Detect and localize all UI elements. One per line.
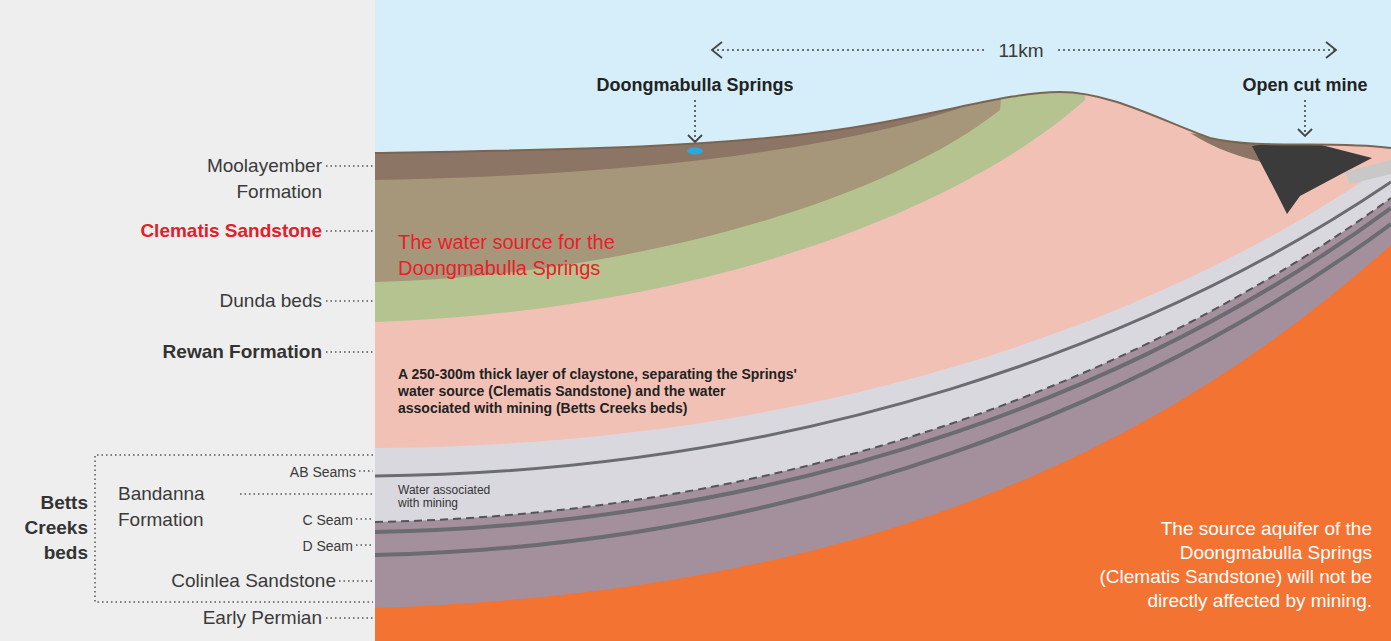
d-seam	[375, 224, 1391, 555]
label-panel	[0, 0, 375, 641]
water-note: Water associated with mining	[398, 484, 508, 510]
ab-seam	[375, 182, 1391, 476]
mine-label: Open cut mine	[1242, 74, 1367, 97]
pointer-lines	[695, 100, 1305, 141]
clematis-layer	[375, 0, 1391, 641]
seam-label: AB Seams	[290, 463, 356, 481]
seam-label: C Seam	[302, 511, 353, 529]
formation-label: Clematis Sandstone	[140, 219, 322, 243]
formation-label: Colinlea Sandstone	[171, 569, 336, 593]
c-seam	[375, 208, 1391, 532]
sky	[375, 0, 1391, 641]
dunda-layer	[375, 0, 1391, 641]
ground-surface	[375, 92, 1391, 153]
formation-label: Dunda beds	[220, 289, 322, 313]
seam-label: D Seam	[302, 537, 353, 555]
formation-label: Bandanna Formation	[118, 481, 228, 533]
impact-note: The source aquifer of the Doongmabulla S…	[1097, 517, 1372, 613]
formation-label: Rewan Formation	[163, 340, 322, 364]
spring-pool	[687, 148, 703, 155]
leader-lines	[95, 166, 373, 618]
spring-label: Doongmabulla Springs	[596, 74, 793, 97]
group-label: Betts Creeks beds	[8, 490, 88, 565]
formation-label: Early Permian	[203, 606, 322, 630]
open-cut-pit	[1252, 139, 1372, 214]
bandanna-layer	[375, 162, 1391, 641]
rewan-layer	[375, 0, 1391, 641]
formation-label: Moolayember Formation	[172, 153, 322, 205]
colinlea-layer	[375, 198, 1391, 641]
claystone-note: A 250-300m thick layer of claystone, sep…	[398, 366, 798, 417]
aquifer-note: The water source for the Doongmabulla Sp…	[398, 229, 718, 281]
distance-label: 11km	[994, 39, 1047, 63]
moolayember-layer	[375, 0, 1391, 641]
